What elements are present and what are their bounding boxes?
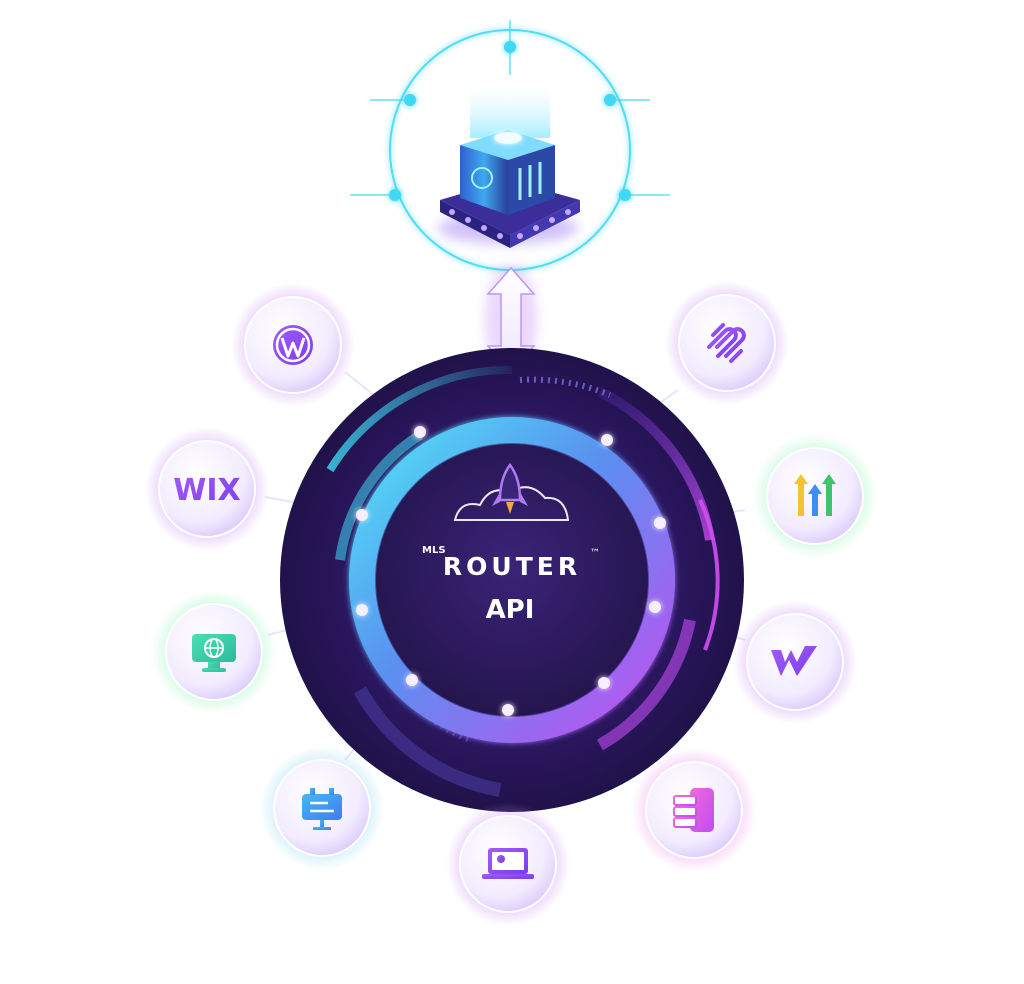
router-hub xyxy=(280,348,744,812)
integration-webflow[interactable] xyxy=(733,600,857,724)
display-board-icon xyxy=(302,788,342,830)
junction-dot-squarespace xyxy=(601,434,613,446)
junction-dot-website xyxy=(356,604,368,616)
junction-dots xyxy=(356,426,666,716)
integration-laptop[interactable] xyxy=(446,802,570,926)
bubble-squarespace xyxy=(678,294,776,392)
integration-highlevel[interactable] xyxy=(753,434,877,558)
wix-text: WIX xyxy=(173,473,240,508)
integration-website[interactable] xyxy=(152,590,276,714)
integration-wordpress[interactable] xyxy=(231,283,355,407)
router-logo: MLS ROUTER ™ API xyxy=(422,462,600,625)
brand-name: ROUTER xyxy=(443,552,581,581)
rocket-icon xyxy=(453,462,570,521)
junction-dot-mobile xyxy=(598,677,610,689)
server-phone-icon xyxy=(673,788,714,832)
integration-squarespace[interactable] xyxy=(665,281,789,405)
junction-dot-laptop xyxy=(502,704,514,716)
laptop-profile-icon xyxy=(482,848,534,879)
bubble-wix xyxy=(158,440,256,538)
integration-wix[interactable]: WIX xyxy=(145,427,269,551)
wix-logo-icon: WIX xyxy=(173,473,240,508)
integration-bubbles: WIX xyxy=(145,281,877,926)
integration-signboard[interactable] xyxy=(260,746,384,870)
trademark: ™ xyxy=(590,548,600,559)
wordpress-logo-icon xyxy=(273,325,313,365)
junction-dot-webflow xyxy=(649,601,661,613)
squarespace-logo-icon xyxy=(707,323,746,363)
junction-dot-highlevel xyxy=(654,517,666,529)
server-icon xyxy=(438,78,580,248)
junction-dot-signboard xyxy=(406,674,418,686)
integration-mobile[interactable] xyxy=(632,748,756,872)
api-label: API xyxy=(486,595,535,625)
junction-dot-wordpress xyxy=(414,426,426,438)
junction-dot-wix xyxy=(356,509,368,521)
webflow-logo-icon xyxy=(771,646,817,676)
globe-monitor-icon xyxy=(192,634,236,672)
highlevel-arrows-icon xyxy=(794,474,836,516)
brand-prefix: MLS xyxy=(422,545,446,556)
bidirectional-arrow-icon xyxy=(485,265,537,375)
